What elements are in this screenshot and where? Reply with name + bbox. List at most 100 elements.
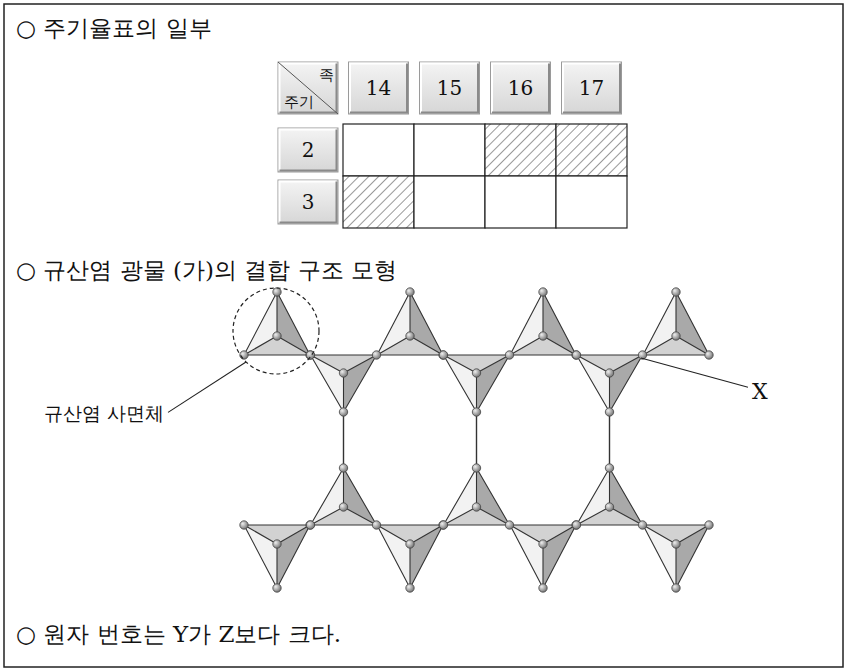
oxygen-atom bbox=[406, 288, 414, 296]
item-text: ○ 원자 번호는 Y가 Z보다 크다. bbox=[16, 622, 341, 647]
periodic-table bbox=[278, 62, 627, 228]
group-number: 16 bbox=[508, 77, 533, 99]
period-number: 2 bbox=[302, 139, 315, 161]
silicate-tetrahedron bbox=[643, 292, 709, 355]
hatched-cell bbox=[556, 124, 627, 176]
bridge-bond bbox=[476, 412, 477, 468]
oxygen-atom bbox=[638, 521, 646, 529]
group-header bbox=[491, 62, 551, 114]
dashed-circle bbox=[233, 288, 319, 374]
silicate-tetrahedron bbox=[577, 468, 643, 525]
period-header bbox=[278, 128, 338, 172]
oxygen-atom bbox=[472, 464, 480, 472]
oxygen-atom bbox=[539, 332, 547, 340]
oxygen-atom bbox=[605, 408, 613, 416]
oxygen-atom bbox=[273, 584, 281, 592]
oxygen-atom bbox=[439, 351, 447, 359]
oxygen-atom bbox=[605, 369, 613, 377]
oxygen-atom bbox=[306, 521, 314, 529]
group-header bbox=[349, 62, 409, 114]
table-cell bbox=[343, 124, 414, 176]
leader-lines bbox=[168, 358, 748, 412]
leader-line bbox=[641, 358, 748, 387]
oxygen-atom bbox=[605, 464, 613, 472]
silicate-tetrahedron bbox=[577, 355, 643, 412]
oxygen-atom bbox=[572, 351, 580, 359]
oxygen-atom bbox=[472, 408, 480, 416]
oxygen-atom bbox=[240, 351, 248, 359]
oxygen-atom bbox=[539, 288, 547, 296]
group-number: 15 bbox=[437, 77, 462, 99]
hatched-cell bbox=[485, 124, 556, 176]
item-text: ○ 주기율표의 일부 bbox=[16, 16, 212, 41]
oxygen-atom bbox=[672, 540, 680, 548]
silicate-tetrahedron bbox=[643, 525, 709, 588]
oxygen-atom bbox=[539, 540, 547, 548]
oxygen-atom bbox=[339, 464, 347, 472]
group-number: 14 bbox=[366, 77, 391, 99]
oxygen-atom bbox=[672, 584, 680, 592]
table-cell bbox=[556, 176, 627, 228]
bridge-bond bbox=[609, 412, 610, 468]
leader-line bbox=[168, 362, 246, 412]
bridge-bond bbox=[343, 412, 344, 468]
oxygen-atom bbox=[672, 332, 680, 340]
oxygen-atom bbox=[472, 369, 480, 377]
oxygen-atom bbox=[705, 521, 713, 529]
silicate-tetrahedron bbox=[311, 355, 377, 412]
oxygen-atom bbox=[406, 332, 414, 340]
group-header bbox=[562, 62, 622, 114]
silicate-tetrahedron bbox=[444, 355, 510, 412]
oxygen-atom bbox=[339, 503, 347, 511]
silicate-tetrahedron bbox=[510, 292, 576, 355]
silicate-tetrahedron bbox=[444, 468, 510, 525]
callout-label: 규산염 사면체 bbox=[44, 403, 164, 424]
axis-label: 주기 bbox=[284, 94, 314, 111]
silicate-tetrahedron bbox=[311, 468, 377, 525]
oxygen-atom bbox=[306, 521, 314, 529]
oxygen-atom bbox=[439, 521, 447, 529]
oxygen-atom bbox=[240, 521, 248, 529]
oxygen-atom bbox=[572, 521, 580, 529]
oxygen-atom bbox=[372, 351, 380, 359]
oxygen-atom bbox=[439, 351, 447, 359]
axis-label: 족 bbox=[319, 67, 334, 84]
oxygen-atom bbox=[273, 332, 281, 340]
silicate-tetrahedron bbox=[244, 525, 310, 588]
silicate-tetrahedron bbox=[244, 292, 310, 355]
oxygen-atom bbox=[339, 369, 347, 377]
silicate-tetrahedron bbox=[377, 525, 443, 588]
oxygen-atom bbox=[439, 521, 447, 529]
callout-label: X bbox=[752, 380, 768, 404]
oxygen-atom bbox=[572, 521, 580, 529]
oxygen-atom bbox=[339, 408, 347, 416]
item-text: ○ 규산염 광물 (가)의 결합 구조 모형 bbox=[16, 258, 397, 283]
oxygen-atom bbox=[406, 540, 414, 548]
group-number: 17 bbox=[579, 77, 604, 99]
silicate-chain bbox=[240, 288, 713, 592]
oxygen-atom bbox=[472, 503, 480, 511]
corner-cell bbox=[278, 62, 338, 114]
oxygen-atom bbox=[505, 521, 513, 529]
oxygen-atom bbox=[273, 288, 281, 296]
oxygen-atom bbox=[539, 584, 547, 592]
oxygen-atom bbox=[672, 288, 680, 296]
table-cell bbox=[414, 124, 485, 176]
group-header bbox=[420, 62, 480, 114]
oxygen-atom bbox=[372, 521, 380, 529]
silicate-tetrahedron bbox=[377, 292, 443, 355]
oxygen-atom bbox=[572, 351, 580, 359]
period-number: 3 bbox=[302, 191, 315, 213]
period-header bbox=[278, 180, 338, 224]
table-cell bbox=[414, 176, 485, 228]
oxygen-atom bbox=[505, 351, 513, 359]
frame bbox=[4, 4, 843, 667]
oxygen-atom bbox=[705, 351, 713, 359]
hatched-cell bbox=[343, 176, 414, 228]
table-cell bbox=[485, 176, 556, 228]
oxygen-atom bbox=[605, 503, 613, 511]
oxygen-atom bbox=[273, 540, 281, 548]
silicate-tetrahedron bbox=[510, 525, 576, 588]
oxygen-atom bbox=[406, 584, 414, 592]
